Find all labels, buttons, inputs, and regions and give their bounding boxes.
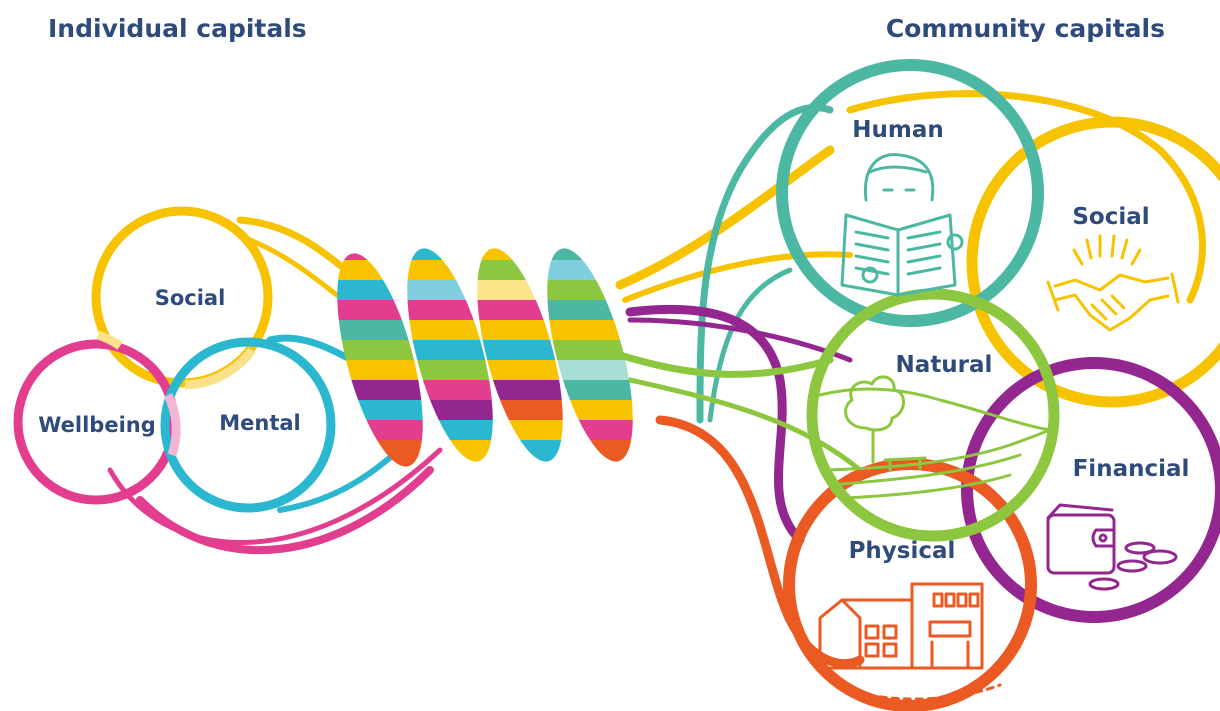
handshake-icon: [1046, 234, 1180, 332]
circle-financial: [961, 357, 1220, 623]
circle-social-community: [966, 116, 1220, 408]
circle-social-individual: [91, 206, 273, 388]
label-natural: Natural: [896, 352, 993, 378]
ribbon-pink-left-2: [107, 447, 443, 545]
ribbon-yellow-far: [846, 90, 1206, 304]
circle-mental: [160, 337, 336, 513]
circle-human: [776, 59, 1044, 327]
person-reading-newspaper-icon: [840, 153, 964, 297]
label-human: Human: [852, 117, 943, 143]
tree-landscape-icon: [818, 375, 1052, 500]
circle-natural: [806, 288, 1060, 542]
ribbon-yellow-right: [615, 145, 835, 290]
community-capitals: [776, 59, 1220, 711]
label-wellbeing: Wellbeing: [38, 413, 156, 437]
circle-physical: [783, 458, 1037, 711]
ribbon-green-right-2: [627, 377, 863, 473]
label-physical: Physical: [849, 538, 956, 564]
label-financial: Financial: [1073, 456, 1190, 482]
individual-capitals-heading: Individual capitals: [48, 14, 307, 43]
label-social-individual: Social: [155, 286, 226, 310]
ribbon-teal-right: [696, 104, 834, 424]
overlap-social-mental: [184, 347, 256, 390]
overlap-wellbeing-mental: [163, 392, 181, 457]
label-social-community: Social: [1072, 204, 1149, 230]
buildings-icon: [818, 582, 1002, 701]
community-capitals-heading: Community capitals: [885, 14, 1165, 43]
overlap-social-wellbeing: [96, 330, 123, 350]
connecting-ribbons: [107, 90, 1206, 669]
ribbon-orange-right: [655, 415, 865, 669]
twisted-coil: [330, 240, 640, 470]
individual-capitals: [13, 206, 336, 513]
ribbon-purple-right: [625, 304, 805, 545]
wallet-coins-icon: [1046, 503, 1178, 591]
ribbon-yellow-right-2: [622, 251, 853, 303]
label-mental: Mental: [219, 411, 301, 435]
ribbon-green-right: [616, 351, 834, 378]
